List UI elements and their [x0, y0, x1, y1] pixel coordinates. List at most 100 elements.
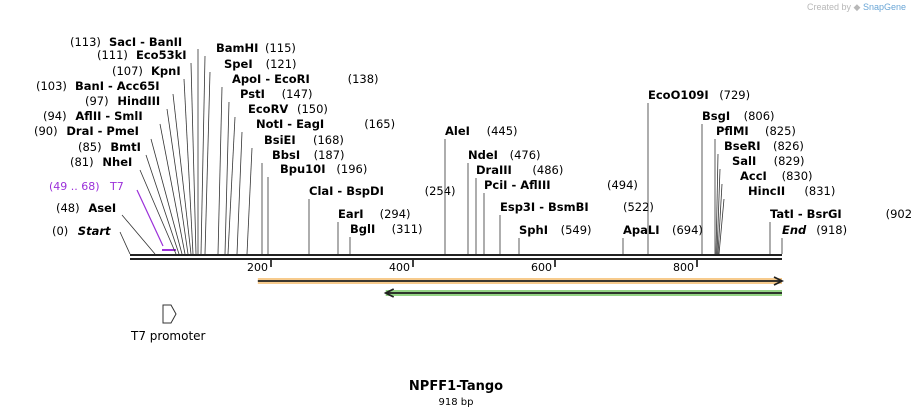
- start-pos: (0): [52, 224, 68, 238]
- ecorv-pos: (150): [297, 102, 328, 116]
- apoi-ecori-pos: (138): [348, 72, 379, 86]
- site-draiii: DraIII(486): [475, 163, 563, 254]
- bgli-pos: (311): [392, 222, 423, 236]
- green-feature: [383, 288, 782, 298]
- bani-acc65i-name: BanI - Acc65I: [75, 79, 160, 93]
- site-bsiei: BsiEI (168): [246, 133, 344, 255]
- bbsi-name: BbsI: [272, 148, 300, 162]
- sali-name: SalI: [732, 154, 756, 168]
- nhei-name: NheI: [102, 155, 132, 169]
- bseri-pos: (826): [773, 139, 804, 153]
- noti-eagi-leader: [236, 131, 243, 255]
- eco53ki-pos: (111): [97, 48, 128, 62]
- kpni-name: KpnI: [151, 64, 181, 78]
- site-hincii: HincII(831): [718, 184, 835, 255]
- apoi-ecori-leader: [217, 86, 223, 255]
- bmti-pos: (85): [78, 140, 102, 154]
- start-name: Start: [78, 224, 111, 238]
- nhei-leader: [139, 169, 177, 255]
- eco0109i-name: EcoO109I: [648, 88, 709, 102]
- site-tati-bsrgi: TatI - BsrGI(902): [769, 207, 912, 254]
- ndei-pos: (476): [510, 148, 541, 162]
- hincii-leader: [718, 198, 725, 255]
- end-pos: (918): [816, 223, 847, 237]
- site-bgli: BglI(311): [349, 222, 423, 254]
- sphi-pos: (549): [561, 223, 592, 237]
- pcii-afliii-pos: (494): [607, 178, 638, 192]
- hindiii-pos: (97): [85, 94, 109, 108]
- eco53ki-name: Eco53kI: [136, 48, 187, 62]
- saci-banii-pos: (113): [70, 35, 101, 49]
- bsiei-name: BsiEI: [264, 133, 296, 147]
- site-bani-acc65i: (103) BanI - Acc65I: [36, 79, 192, 255]
- site-pcii-afliii: PciI - AflIII(494): [483, 178, 638, 254]
- bamhi-pos: (115): [265, 41, 296, 55]
- hincii-pos: (831): [804, 184, 835, 198]
- apali-pos: (694): [672, 223, 703, 237]
- asei-name: AseI: [88, 201, 116, 215]
- bsiei-leader: [246, 147, 253, 255]
- bani-acc65i-pos: (103): [36, 79, 67, 93]
- site-psti: PstI (147): [224, 87, 313, 255]
- kpni-pos: (107): [112, 64, 143, 78]
- ecorv-name: EcoRV: [248, 102, 288, 116]
- primer-t7-leader: [136, 189, 164, 247]
- site-bmti: (85) BmtI: [78, 140, 180, 255]
- acci-leader: [717, 183, 723, 255]
- drai-pmei-pos: (90): [34, 124, 58, 138]
- plasmid-length: 918 bp: [439, 397, 474, 408]
- site-bsgi: BsgI(806): [701, 109, 775, 254]
- saci-banii-name: SacI - BanII: [109, 35, 182, 49]
- aflii-smli-name: AflII - SmlI: [75, 109, 142, 123]
- site-eari: EarI(294): [337, 207, 411, 254]
- hindiii-name: HindIII: [117, 94, 160, 108]
- hindiii-leader: [166, 108, 189, 255]
- draiii-name: DraIII: [476, 163, 512, 177]
- eco53ki-leader: [190, 62, 197, 255]
- bbsi-pos: (187): [314, 148, 345, 162]
- aflii-smli-pos: (94): [43, 109, 67, 123]
- ruler-label: 800: [673, 261, 694, 274]
- psti-leader: [224, 101, 230, 255]
- tati-bsrgi-pos: (902): [886, 207, 912, 221]
- alei-pos: (445): [487, 124, 518, 138]
- asei-pos: (48): [56, 201, 80, 215]
- site-kpni: (107) KpnI: [112, 64, 194, 255]
- asei-leader: [121, 214, 156, 255]
- pflmi-name: PflMI: [716, 124, 749, 138]
- bsiei-pos: (168): [313, 133, 344, 147]
- site-clai-bspdi: ClaI - BspDI (254): [308, 184, 456, 254]
- aflii-smli-leader: [159, 123, 186, 255]
- primer-range: (49 .. 68): [49, 180, 100, 193]
- sphi-name: SphI: [519, 223, 548, 237]
- site-sphi: SphI (549): [518, 223, 592, 254]
- drai-pmei-leader: [150, 138, 183, 255]
- psti-pos: (147): [282, 87, 313, 101]
- clai-bspdi-name: ClaI - BspDI: [309, 184, 384, 198]
- feature-label-t7-promoter: T7 promoter: [130, 329, 206, 343]
- spei-pos: (121): [266, 57, 297, 71]
- site-end: End(918): [781, 223, 847, 254]
- ruler-label: 400: [389, 261, 410, 274]
- apoi-ecori-name: ApoI - EcoRI: [232, 72, 310, 86]
- bmti-name: BmtI: [110, 140, 141, 154]
- open-arrow-icon: [162, 304, 177, 324]
- bamhi-leader: [200, 55, 206, 255]
- site-saci-banii: (113) SacI - BanII: [70, 35, 199, 254]
- site-noti-eagi: NotI - EagI(165): [236, 117, 395, 255]
- psti-name: PstI: [240, 87, 265, 101]
- spei-leader: [204, 71, 211, 255]
- clai-bspdi-pos: (254): [425, 184, 456, 198]
- site-bbsi: BbsI (187): [261, 148, 345, 254]
- site-acci: AccI(830): [717, 169, 813, 255]
- bseri-leader: [715, 153, 719, 255]
- site-eco53ki: (111) Eco53kI: [97, 48, 197, 255]
- bamhi-name: BamHI: [216, 41, 258, 55]
- acci-pos: (830): [782, 169, 813, 183]
- site-drai-pmei: (90)DraI - PmeI: [34, 124, 183, 255]
- ruler-label: 600: [531, 261, 552, 274]
- primer-name: T7: [109, 180, 124, 193]
- credit-prefix: Created by: [806, 2, 851, 12]
- pflmi-pos: (825): [765, 124, 796, 138]
